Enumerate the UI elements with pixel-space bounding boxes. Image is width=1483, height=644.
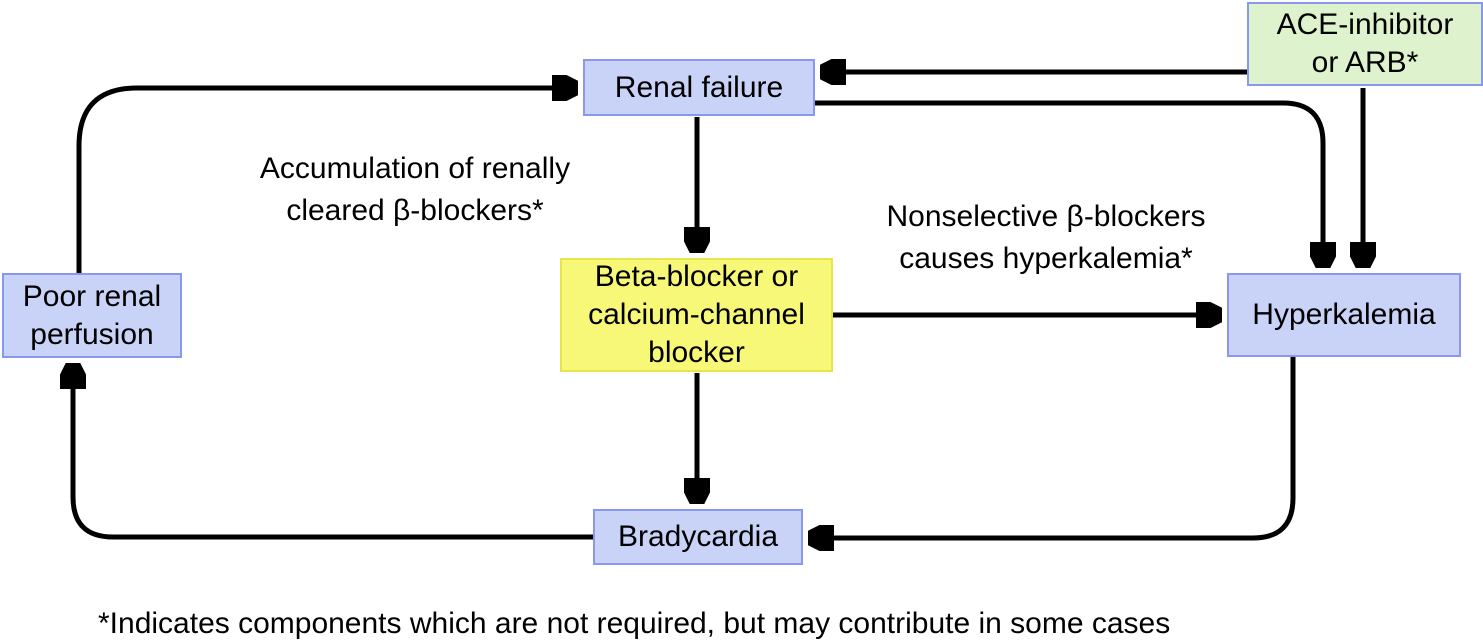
edge-bradycardia-to-poor-renal-perfusion: [73, 363, 593, 540]
node-beta-blocker-label-line2: calcium-channel: [588, 298, 805, 331]
node-ace-inhibitor-or-arb: ACE-inhibitor or ARB*: [1247, 2, 1483, 86]
annotation-accumulation-line2: cleared β-blockers*: [286, 194, 544, 227]
node-hyperkalemia-label: Hyperkalemia: [1252, 298, 1436, 331]
edge-poor-renal-perfusion-to-renal-failure: [76, 88, 578, 273]
annotation-nonselective-hyperkalemia: Nonselective β-blockers causes hyperkale…: [846, 196, 1246, 280]
annotation-nonselective-line2: causes hyperkalemia*: [899, 242, 1193, 275]
node-bradycardia-label: Bradycardia: [617, 520, 779, 553]
footnote-asterisk-explanation: *Indicates components which are not requ…: [98, 607, 1171, 640]
edge-renal-failure-to-hyperkalemia: [815, 100, 1323, 268]
node-ace-inhibitor-or-arb-label-line1: ACE-inhibitor: [1276, 8, 1454, 41]
node-renal-failure-label: Renal failure: [614, 70, 784, 104]
edge-hyperkalemia-to-bradycardia: [808, 357, 1296, 538]
node-poor-renal-perfusion-label-line1: Poor renal: [22, 279, 162, 313]
node-poor-renal-perfusion: Poor renal perfusion: [2, 273, 182, 358]
node-poor-renal-perfusion-label-line2: perfusion: [30, 317, 154, 351]
annotation-nonselective-line1: Nonselective β-blockers: [886, 200, 1206, 233]
annotation-accumulation-line1: Accumulation of renally: [259, 152, 571, 185]
node-beta-blocker-label-line1: Beta-blocker or: [594, 260, 799, 293]
annotation-accumulation-renally-cleared: Accumulation of renally cleared β-blocke…: [210, 148, 620, 232]
node-bradycardia: Bradycardia: [593, 509, 803, 565]
node-beta-blocker: Beta-blocker or calcium-channel blocker: [560, 258, 833, 372]
node-hyperkalemia: Hyperkalemia: [1227, 273, 1461, 357]
node-ace-inhibitor-or-arb-label-line2: or ARB*: [1311, 46, 1419, 79]
node-beta-blocker-label-line3: blocker: [648, 336, 745, 369]
node-renal-failure: Renal failure: [583, 59, 815, 116]
